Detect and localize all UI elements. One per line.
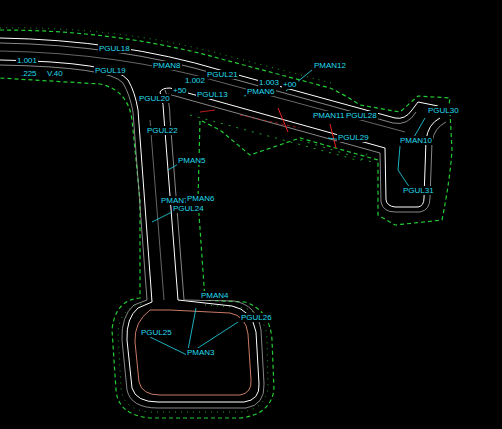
label-text: PGUL30 [427,106,460,115]
label-text: PMAN11 [312,111,345,120]
label-text: PGUL24 [172,204,205,213]
label-text: PGUL19 [94,66,127,75]
label-text: PGUL29 [337,133,370,142]
label-text: PGUL26 [240,313,273,322]
label-text: PGUL21 [206,70,239,79]
label-text: +50 [172,86,188,95]
label-text: PMAN8 [152,61,182,70]
verge-boundary [0,28,452,418]
label-text: +00 [282,80,298,89]
label-text: PGUL31 [402,186,435,195]
label-text: PMAN4 [200,291,230,300]
road-edges [0,38,446,408]
label-text: PGUL25 [140,328,173,337]
label-text: PGUL20 [138,94,171,103]
leader-lines [150,70,425,355]
label-text: PGUL13 [196,90,229,99]
label-text: PMAN3 [186,348,216,357]
label-text: V.40 [46,69,64,78]
label-text: PGUL22 [146,126,179,135]
label-text: PMAN6 [186,194,216,203]
label-text: PMAN6 [246,87,276,96]
label-text: 1.003 [258,78,280,87]
label-text: PMAN12 [313,61,347,70]
label-text: PMAN10 [399,136,433,145]
label-text: PGUL18 [98,44,131,53]
label-text: 1.002 [184,76,206,85]
label-text: PMAN5 [177,156,207,165]
label-text: .225 [20,69,38,78]
label-text: 1.001 [16,56,38,65]
label-text: PGUL28 [345,111,378,120]
